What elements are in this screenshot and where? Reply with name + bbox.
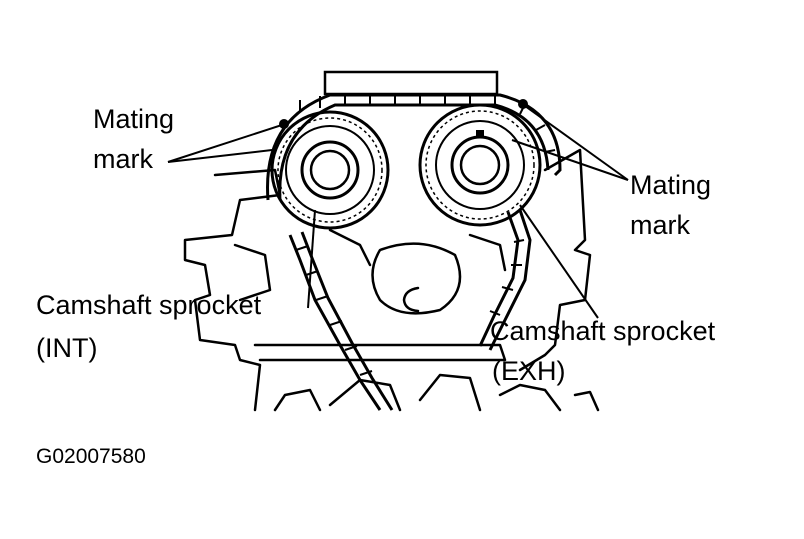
center-mark xyxy=(402,286,420,313)
casting-detail xyxy=(233,228,507,302)
mating-mark-left-label: Mating xyxy=(93,104,175,134)
figure-code: G02007580 xyxy=(36,445,146,468)
camshaft-sprocket-exh-label: Camshaft sprocket xyxy=(490,316,716,346)
timing-chain-left-run xyxy=(288,234,382,411)
mating-mark-right-label-line2: mark xyxy=(630,210,690,240)
mating-mark-right-label: Mating xyxy=(630,170,712,200)
engine-lower-ledge xyxy=(253,343,507,362)
engine-block-right-outline xyxy=(518,148,592,372)
timing-chain-right-run-inner xyxy=(478,211,520,347)
timing-chain-left-run-inner xyxy=(300,231,394,411)
exhaust-sprocket xyxy=(418,103,542,227)
timing-chain-right-run xyxy=(488,209,532,351)
leader-lines xyxy=(167,105,629,319)
intake-sprocket xyxy=(270,110,390,230)
chain-links xyxy=(295,95,556,376)
center-casting xyxy=(371,242,462,315)
camshaft-sprocket-exh-label-line2: (EXH) xyxy=(492,356,566,386)
mating-mark-left-label-line2: mark xyxy=(93,144,153,174)
camshaft-sprocket-int-label: Camshaft sprocket xyxy=(36,290,262,320)
camshaft-sprocket-int-label-line2: (INT) xyxy=(36,333,98,363)
timing-chain-inner xyxy=(278,103,550,201)
chain-guide-top xyxy=(323,70,499,96)
